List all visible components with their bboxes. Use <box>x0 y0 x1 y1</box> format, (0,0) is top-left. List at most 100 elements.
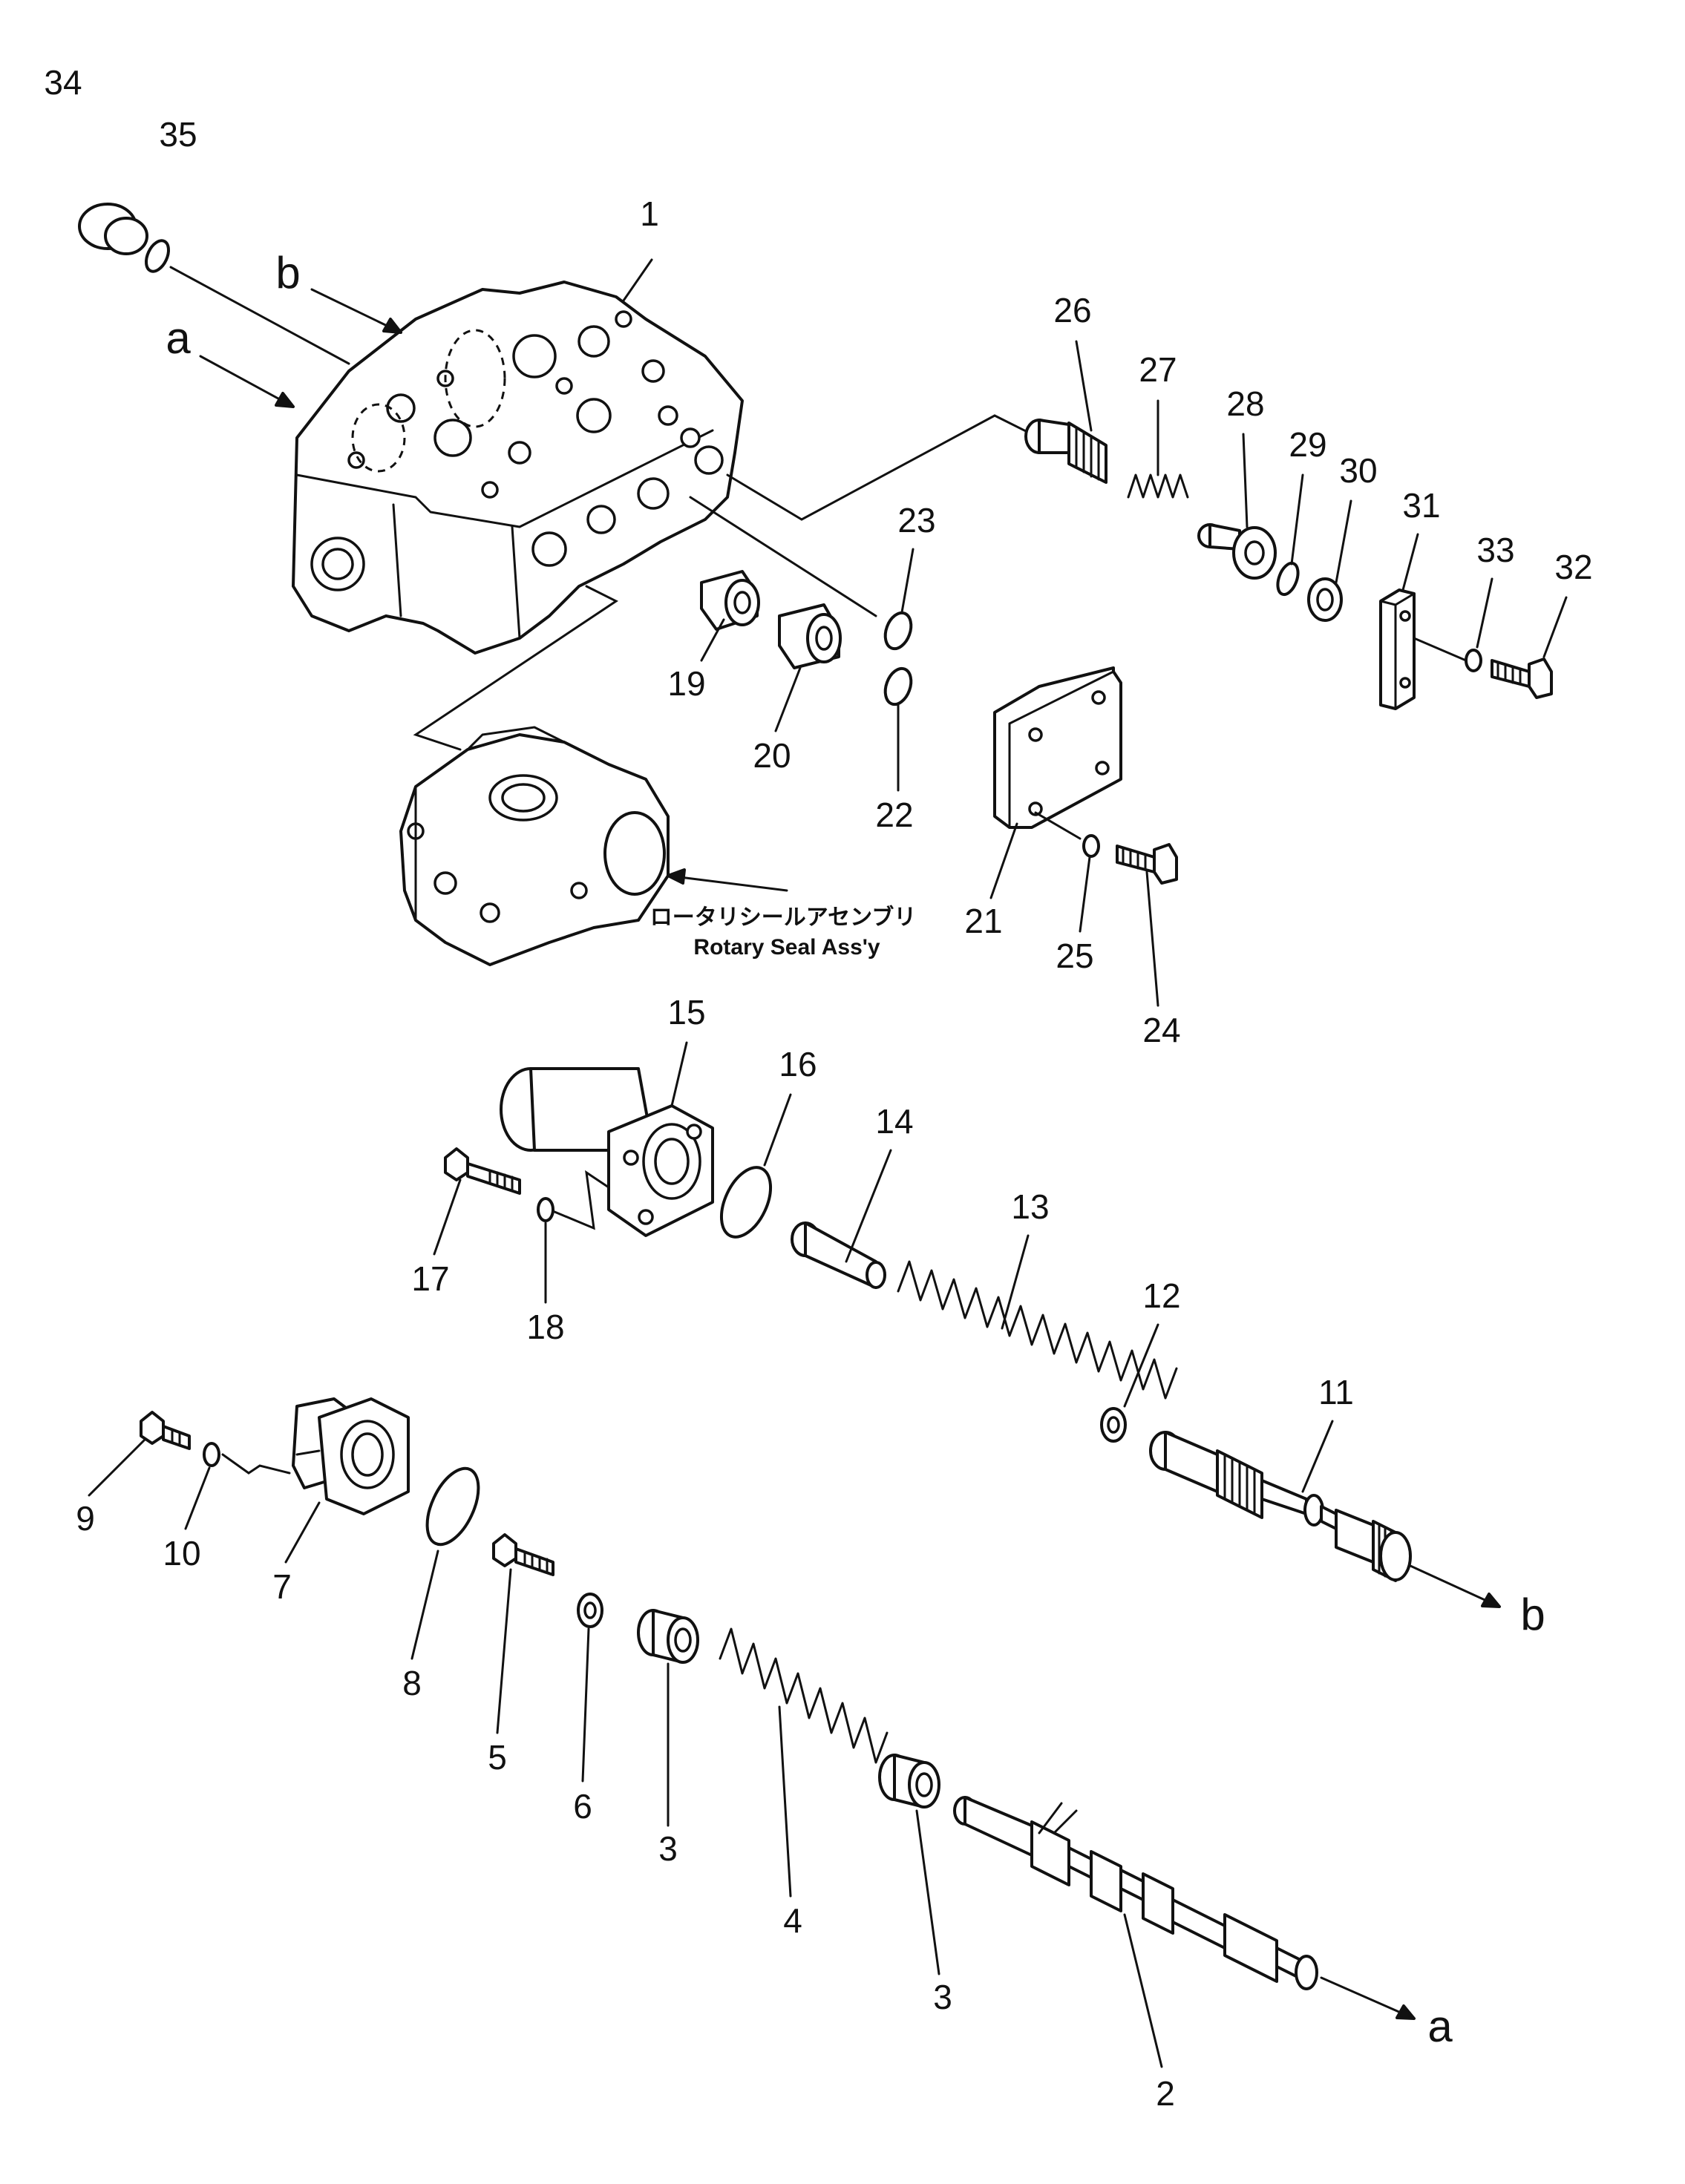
part-12-washer <box>1100 1407 1127 1443</box>
leader-1 <box>622 258 653 302</box>
part-28-poppet <box>1197 523 1277 580</box>
callout-27: 27 <box>1139 350 1177 389</box>
callout-4: 4 <box>783 1901 802 1940</box>
callout-6: 6 <box>573 1787 592 1826</box>
part-22-o-ring <box>883 666 913 706</box>
callout-32: 32 <box>1554 548 1592 586</box>
part-8-o-ring <box>425 1466 480 1547</box>
callout-35: 35 <box>159 115 197 154</box>
callout-13: 13 <box>1011 1187 1049 1226</box>
callout-26: 26 <box>1053 291 1091 329</box>
leader-4 <box>778 1705 792 1898</box>
leader-19 <box>700 618 725 662</box>
callout-22: 22 <box>875 796 913 834</box>
callout-18: 18 <box>526 1308 564 1346</box>
part-16-o-ring <box>719 1166 773 1239</box>
leader-29 <box>1290 473 1304 565</box>
callout-16: 16 <box>779 1045 817 1083</box>
part-18-lock-washer <box>537 1197 554 1222</box>
callout-19: 19 <box>667 664 705 703</box>
leader-7-to-10 <box>221 1453 291 1475</box>
callout-25: 25 <box>1056 937 1093 975</box>
part-13-spring <box>897 1260 1178 1400</box>
leader-33 <box>1476 577 1493 649</box>
leader-body-to-orings <box>689 496 877 617</box>
leader-12 <box>1123 1323 1159 1408</box>
callout-33: 33 <box>1476 531 1514 569</box>
leader-16 <box>763 1093 792 1167</box>
part-21-cover <box>993 666 1122 829</box>
callout-24: 24 <box>1142 1011 1180 1049</box>
leader-20 <box>774 666 802 732</box>
leader-26 <box>1075 340 1093 432</box>
callout-3-upper: 3 <box>658 1829 678 1868</box>
leader-32 <box>1542 596 1568 658</box>
part-10-lock-washer <box>203 1442 220 1467</box>
part-5-bolt <box>492 1533 554 1576</box>
callout-29: 29 <box>1289 425 1326 464</box>
leader-31 <box>1401 533 1419 591</box>
part-17-bolt <box>444 1147 521 1195</box>
leader-body-to-relief <box>726 414 1041 521</box>
part-2-spool <box>953 1796 1318 1990</box>
leader-body-to-rotary-seal <box>413 585 618 751</box>
part-14-piston <box>791 1221 886 1289</box>
leader-11 <box>1301 1420 1334 1493</box>
callout-5: 5 <box>488 1738 507 1777</box>
leader-21-to-25 <box>1034 811 1082 840</box>
callout-28: 28 <box>1226 384 1264 423</box>
callout-11: 11 <box>1318 1373 1354 1411</box>
callout-8: 8 <box>402 1664 422 1702</box>
callout-34: 34 <box>44 63 82 102</box>
leader-24 <box>1145 870 1159 1007</box>
part-35-o-ring <box>144 239 171 273</box>
part-32-bolt <box>1491 658 1553 699</box>
part-19-bushing <box>700 570 760 631</box>
callout-23: 23 <box>897 501 935 540</box>
part-25-lock-washer <box>1082 834 1100 858</box>
arrow-rotary-seal <box>667 874 788 892</box>
part-34-plug <box>78 203 148 255</box>
part-27-spring <box>1127 473 1189 499</box>
arrow-label-b-spool: b <box>1520 1590 1545 1639</box>
leader-30 <box>1335 499 1352 584</box>
part-1-valve-body <box>292 281 744 655</box>
rotary-seal-caption-en: Rotary Seal Ass'y <box>693 935 880 960</box>
callout-17: 17 <box>411 1259 449 1298</box>
leader-15-to-18 <box>548 1170 610 1230</box>
callout-14: 14 <box>875 1102 913 1141</box>
leader-25 <box>1079 856 1091 933</box>
part-4-spring <box>719 1627 889 1764</box>
callout-15: 15 <box>667 993 705 1032</box>
part-29-o-ring <box>1276 561 1300 597</box>
leader-10 <box>184 1466 211 1530</box>
arrow-label-a-body: a <box>166 313 191 363</box>
callout-12: 12 <box>1142 1276 1180 1315</box>
callout-1: 1 <box>640 194 659 233</box>
callout-21: 21 <box>964 902 1002 940</box>
part-33-lock-washer <box>1465 649 1482 672</box>
callout-31: 31 <box>1402 486 1440 525</box>
callout-20: 20 <box>753 736 791 775</box>
callout-9: 9 <box>76 1499 95 1538</box>
callout-3-lower: 3 <box>933 1978 952 2016</box>
leader-17 <box>433 1178 462 1256</box>
part-30-washer <box>1307 577 1343 622</box>
part-3-spring-seat <box>878 1754 940 1808</box>
leader-6 <box>581 1627 590 1783</box>
leader-28 <box>1242 433 1249 528</box>
rotary-seal-caption-jp: ロータリシールアセンブリ <box>650 905 917 930</box>
part-15-cap <box>500 1067 714 1237</box>
part-9-bolt <box>140 1411 191 1450</box>
leader-5 <box>496 1568 512 1734</box>
part-24-bolt <box>1116 843 1178 885</box>
leader-8 <box>410 1550 439 1660</box>
arrow-label-a-spool: a <box>1427 2001 1453 2051</box>
part-26-valve-seat <box>1024 419 1107 484</box>
callout-30: 30 <box>1339 451 1377 490</box>
part-7-cap <box>292 1397 410 1515</box>
leader-9 <box>88 1438 146 1497</box>
callout-7: 7 <box>272 1567 292 1606</box>
